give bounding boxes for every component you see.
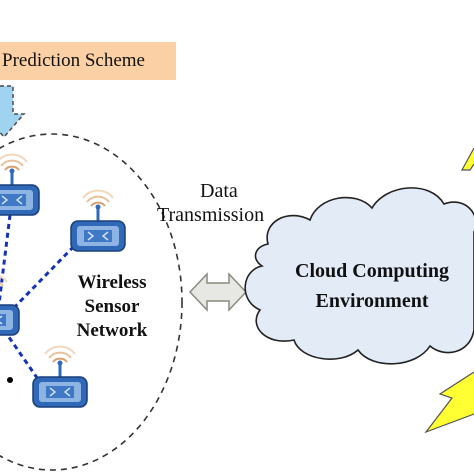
- wsn-boundary: [0, 133, 183, 471]
- sensor-node-icon: [31, 345, 89, 409]
- sensor-node-icon: [69, 189, 127, 253]
- data-label: Data: [200, 180, 238, 202]
- prediction-scheme-box: Prediction Scheme: [0, 42, 176, 80]
- double-arrow-icon: [188, 272, 248, 312]
- node-dot: [7, 377, 13, 383]
- cloud-label-line2: Environment: [315, 290, 429, 312]
- wsn-label-line2: Sensor: [84, 296, 140, 317]
- wsn-label-line3: Network: [76, 320, 148, 341]
- down-arrow-icon: [0, 85, 26, 139]
- cloud-label-line1: Cloud Computing: [295, 260, 449, 282]
- transmission-label: Transmission: [157, 204, 265, 226]
- cloud-shape: [244, 187, 474, 365]
- lightning-icon: [460, 147, 474, 171]
- lightning-icon: [424, 371, 474, 434]
- sensor-node-icon: [0, 153, 41, 217]
- sensor-links: [0, 214, 82, 386]
- wsn-label-line1: Wireless: [77, 272, 147, 293]
